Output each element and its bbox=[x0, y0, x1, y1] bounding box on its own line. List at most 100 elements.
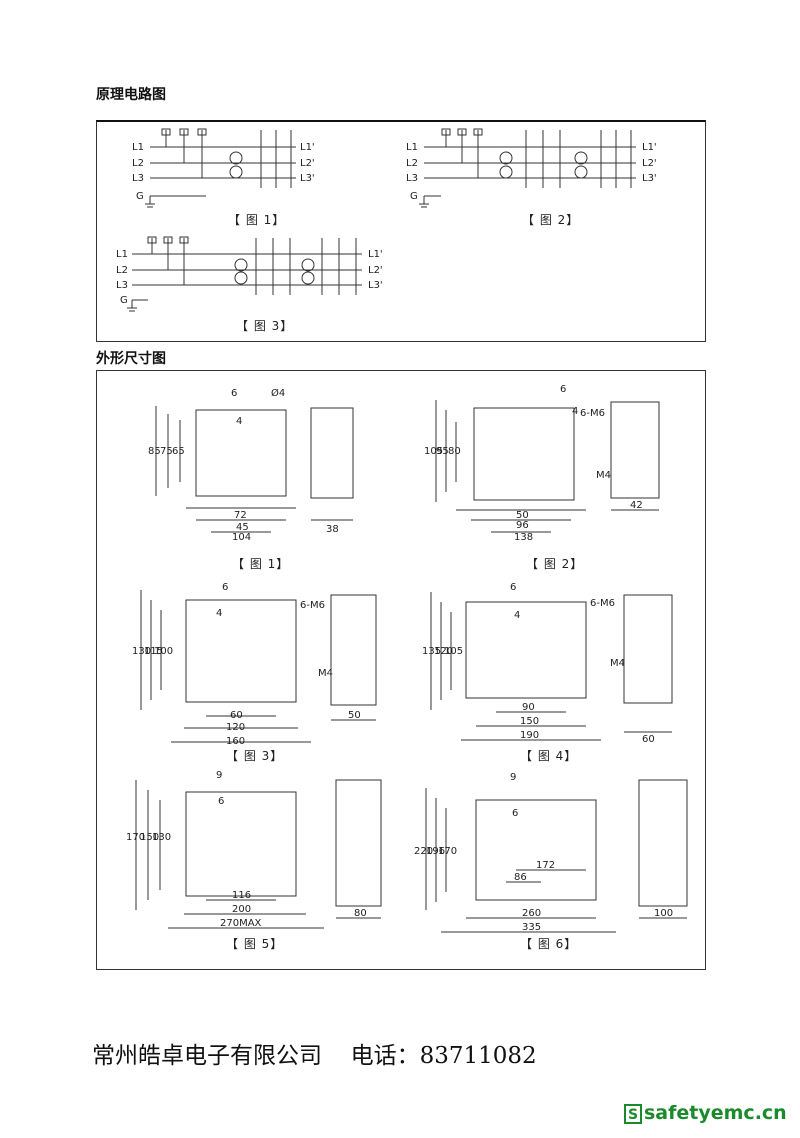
fig2-dim-side: 42 bbox=[630, 500, 643, 511]
fig3-dim-v0: 130 bbox=[132, 646, 151, 657]
fig4-dim-earth: M4 bbox=[610, 658, 625, 669]
dimension-drawings: 85 75 65 45 72 104 38 6 4 Ø4 105 95 80 5… bbox=[126, 384, 688, 951]
fig2-input-g: G bbox=[410, 191, 418, 202]
dim-fig-4 bbox=[430, 592, 673, 741]
circuit-label-1: 【 图 1】 bbox=[228, 213, 285, 227]
fig3-output-l2: L2' bbox=[368, 265, 383, 276]
fig1-output-l3: L3' bbox=[300, 173, 315, 184]
fig1-dim-v2: 65 bbox=[172, 446, 185, 457]
fig4-dim-v2: 105 bbox=[444, 646, 463, 657]
fig1-dim-side: 38 bbox=[326, 524, 339, 535]
fig6-dim-v1: 196 bbox=[426, 846, 445, 857]
dim-fig-2 bbox=[435, 400, 660, 533]
fig2-output-l1: L1' bbox=[642, 142, 657, 153]
fig1-dim-h0: 45 bbox=[236, 522, 249, 533]
fig6-dim-v0: 220 bbox=[414, 846, 433, 857]
fig6-dim-h3: 335 bbox=[522, 922, 541, 933]
fig3-dim-h1: 120 bbox=[226, 722, 245, 733]
fig2-dim-v0: 105 bbox=[424, 446, 443, 457]
dim-label-3: 【 图 3】 bbox=[226, 749, 283, 763]
fig1-dim-top1: 4 bbox=[236, 416, 242, 427]
logo-mark-icon: S bbox=[624, 1103, 642, 1124]
logo-text: safetyemc.cn bbox=[644, 1102, 787, 1124]
fig3-dim-term: 6-M6 bbox=[300, 600, 325, 611]
circuit-diagram-panel bbox=[96, 120, 706, 342]
fig1-output-l1: L1' bbox=[300, 142, 315, 153]
phone-number: 电话：83711082 bbox=[350, 1043, 537, 1069]
dim-fig-1 bbox=[155, 406, 354, 533]
company-name: 常州皓卓电子有限公司 bbox=[92, 1043, 322, 1069]
dim-fig-5 bbox=[135, 779, 382, 929]
fig5-dim-top1: 6 bbox=[218, 796, 224, 807]
fig2-input-l1: L1 bbox=[406, 142, 418, 153]
dim-fig-3 bbox=[140, 590, 377, 743]
fig1-output-l2: L2' bbox=[300, 158, 315, 169]
fig5-dim-top0: 9 bbox=[216, 770, 222, 781]
fig6-dim-top0: 9 bbox=[510, 772, 516, 783]
fig3-input-g: G bbox=[120, 295, 128, 306]
fig3-dim-top0: 6 bbox=[222, 582, 228, 593]
fig1-dim-h1: 72 bbox=[234, 510, 247, 521]
section-title-circuit: 原理电路图 bbox=[96, 87, 166, 103]
fig5-dim-h2: 270MAX bbox=[220, 918, 262, 929]
fig3-output-l1: L1' bbox=[368, 249, 383, 260]
fig2-dim-h0: 50 bbox=[516, 510, 529, 521]
circuit-fig-2 bbox=[419, 128, 636, 208]
fig6-dim-h2: 260 bbox=[522, 908, 541, 919]
fig2-dim-earth: M4 bbox=[596, 470, 611, 481]
fig5-dim-v2: 130 bbox=[152, 832, 171, 843]
fig4-dim-top0: 6 bbox=[510, 582, 516, 593]
circuit-diagrams: L1 L2 L3 G L1' L2' L3' L1 L2 L3 G L1' L2… bbox=[116, 128, 657, 333]
fig6-dim-h1: 172 bbox=[536, 860, 555, 871]
fig3-input-l2: L2 bbox=[116, 265, 128, 276]
fig3-dim-top1: 4 bbox=[216, 608, 222, 619]
fig2-input-l2: L2 bbox=[406, 158, 418, 169]
dim-label-1: 【 图 1】 bbox=[232, 557, 289, 571]
fig1-dim-v1: 75 bbox=[160, 446, 173, 457]
fig3-dim-h0: 60 bbox=[230, 710, 243, 721]
footer-contact: 常州皓卓电子有限公司 电话：83711082 bbox=[92, 1036, 537, 1070]
fig4-dim-h2: 190 bbox=[520, 730, 539, 741]
fig3-output-l3: L3' bbox=[368, 280, 383, 291]
fig1-input-l1: L1 bbox=[132, 142, 144, 153]
fig2-dim-h2: 138 bbox=[514, 532, 533, 543]
section-title-dimensions: 外形尺寸图 bbox=[96, 351, 166, 367]
fig2-dim-v2: 80 bbox=[448, 446, 461, 457]
dim-label-5: 【 图 5】 bbox=[226, 937, 283, 951]
fig2-dim-h1: 96 bbox=[516, 520, 529, 531]
fig4-dim-term: 6-M6 bbox=[590, 598, 615, 609]
fig5-dim-h1: 200 bbox=[232, 904, 251, 915]
fig1-dim-hole: Ø4 bbox=[271, 387, 285, 399]
fig2-dim-v1: 95 bbox=[436, 446, 449, 457]
fig5-dim-v0: 170 bbox=[126, 832, 145, 843]
fig5-dim-h0: 116 bbox=[232, 890, 251, 901]
fig6-dim-v2: 170 bbox=[438, 846, 457, 857]
fig5-dim-side: 80 bbox=[354, 908, 367, 919]
fig2-dim-top0: 6 bbox=[560, 384, 566, 395]
fig1-dim-h2: 104 bbox=[232, 532, 251, 543]
dim-fig-6 bbox=[425, 779, 688, 933]
fig2-input-l3: L3 bbox=[406, 173, 418, 184]
fig4-dim-side: 60 bbox=[642, 734, 655, 745]
circuit-fig-3 bbox=[127, 236, 362, 312]
fig1-dim-top0: 6 bbox=[231, 388, 237, 399]
dim-label-6: 【 图 6】 bbox=[520, 937, 577, 951]
fig1-input-g: G bbox=[136, 191, 144, 202]
dimension-drawings-panel bbox=[96, 370, 706, 970]
fig3-dim-v1: 115 bbox=[144, 646, 163, 657]
fig2-output-l3: L3' bbox=[642, 173, 657, 184]
fig3-input-l3: L3 bbox=[116, 280, 128, 291]
circuit-label-2: 【 图 2】 bbox=[522, 213, 579, 227]
fig1-input-l3: L3 bbox=[132, 173, 144, 184]
dim-label-2: 【 图 2】 bbox=[526, 557, 583, 571]
fig3-dim-v2: 100 bbox=[154, 646, 173, 657]
fig6-dim-top1: 6 bbox=[512, 808, 518, 819]
fig4-dim-v1: 120 bbox=[434, 646, 453, 657]
fig4-dim-h1: 150 bbox=[520, 716, 539, 727]
dim-label-4: 【 图 4】 bbox=[520, 749, 577, 763]
fig4-dim-top1: 4 bbox=[514, 610, 520, 621]
fig1-dim-v0: 85 bbox=[148, 446, 161, 457]
fig4-dim-v0: 135 bbox=[422, 646, 441, 657]
fig6-dim-h0: 86 bbox=[514, 872, 527, 883]
